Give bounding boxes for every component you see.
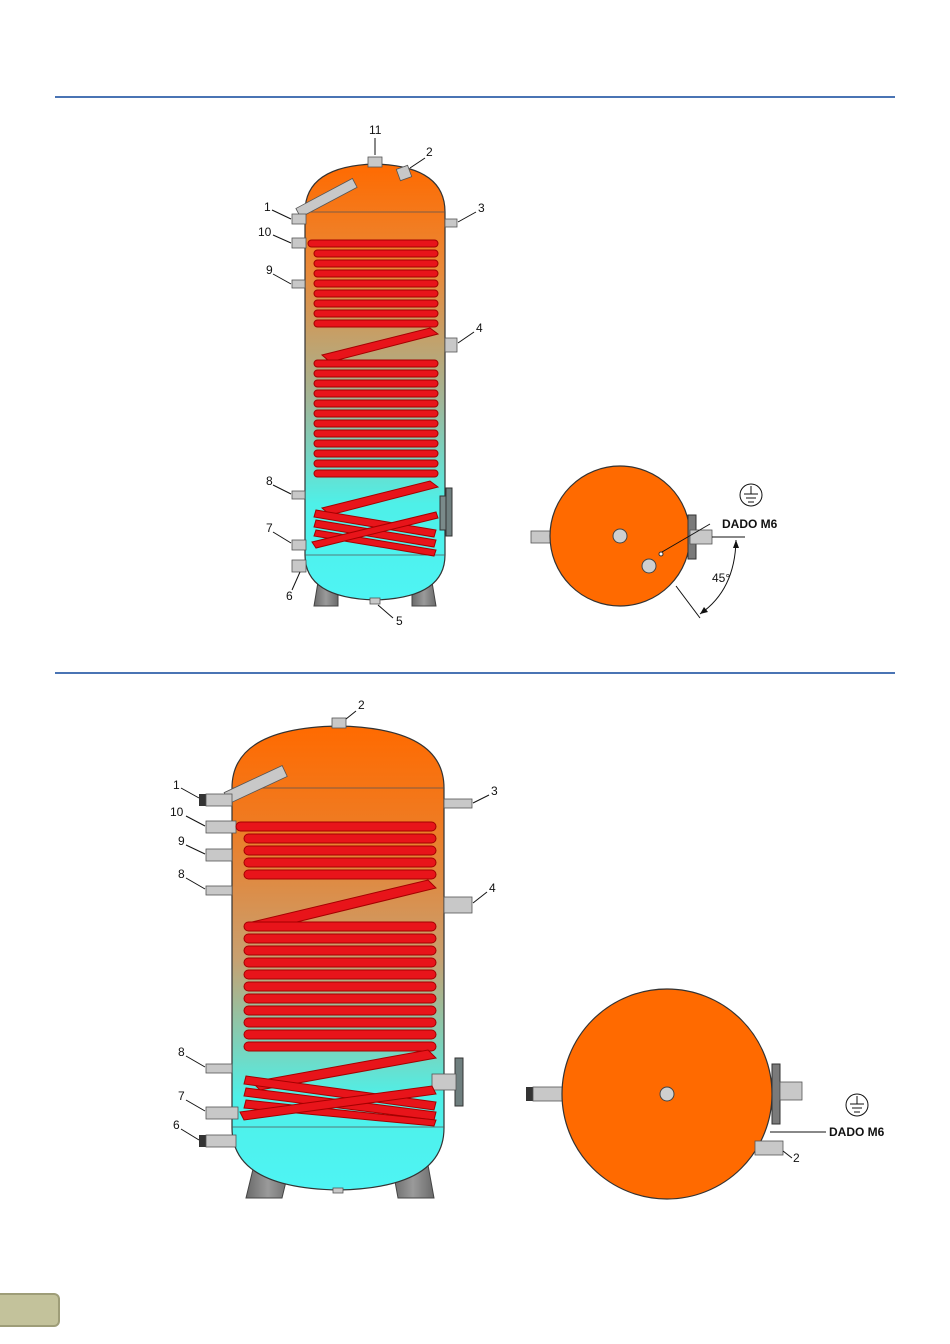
label-b2: 2 [358,698,365,712]
ground-symbol-icon [846,1094,868,1116]
bottom-plan-nut-label: DADO M6 [829,1125,885,1139]
label-b1: 1 [173,778,180,792]
bottom-tank [199,718,472,1198]
label-10: 10 [258,225,272,239]
top-plan-second-port [642,559,656,573]
label-8: 8 [266,474,273,488]
label-b3: 3 [491,784,498,798]
bottom-plan-view: DADO M6 2 [526,989,885,1199]
label-2: 2 [426,145,433,159]
bottom-tank-port-8-upper [206,886,232,895]
top-tank-port-4 [445,338,457,352]
bottom-plan-pipe-label: 2 [793,1151,800,1165]
top-plan-center-port [613,529,627,543]
label-5: 5 [396,614,403,628]
top-tank [292,157,457,606]
bottom-tank-port-4 [444,897,472,913]
bottom-plan-center-port [660,1087,674,1101]
label-b4: 4 [489,881,496,895]
top-tank-port-10 [292,238,306,248]
page-number-tab [0,1293,60,1327]
top-tank-flange [446,488,452,536]
bottom-tank-port-1 [206,794,232,806]
top-tank-port-11 [368,157,382,167]
bottom-tank-port-8-lower [206,1064,232,1073]
label-6: 6 [286,589,293,603]
bottom-tank-port-9 [206,849,232,861]
top-tank-port-6 [292,560,306,572]
top-plan-nut [659,552,663,556]
top-tank-port-5 [370,598,380,604]
top-plan-nut-label: DADO M6 [722,517,778,531]
label-11: 11 [369,123,382,137]
label-b9: 9 [178,834,185,848]
label-b10: 10 [170,805,184,819]
top-plan-angle-label: 45° [712,571,730,585]
top-plan-heater [690,530,712,544]
top-tank-port-3 [445,219,457,227]
bottom-plan-pipe-2 [755,1141,783,1155]
bottom-tank-port-3 [444,799,472,808]
label-b7: 7 [178,1089,185,1103]
bottom-plan-flange [772,1064,780,1124]
label-b8a: 8 [178,867,185,881]
ground-symbol-icon [740,484,762,506]
top-tank-port-7 [292,540,306,550]
label-3: 3 [478,201,485,215]
bottom-tank-port-7 [206,1107,238,1119]
bottom-tank-port-10 [206,821,236,833]
bottom-tank-heater-stub [432,1074,456,1090]
label-4: 4 [476,321,483,335]
label-b8b: 8 [178,1045,185,1059]
label-7: 7 [266,521,273,535]
top-tank-port-9 [292,280,305,288]
label-9: 9 [266,263,273,277]
label-b6: 6 [173,1118,180,1132]
bottom-tank-port-6 [206,1135,236,1147]
bottom-plan-pipe-left [533,1087,565,1101]
label-1: 1 [264,200,271,214]
bottom-tank-port-bottom [333,1188,343,1193]
top-tank-port-8 [292,491,305,499]
top-tank-port-1 [292,214,306,224]
top-plan-view: DADO M6 45° [531,466,778,618]
top-tank-flange-plate [440,496,446,530]
bottom-plan-heater [780,1082,802,1100]
bottom-tank-port-2 [332,718,346,728]
